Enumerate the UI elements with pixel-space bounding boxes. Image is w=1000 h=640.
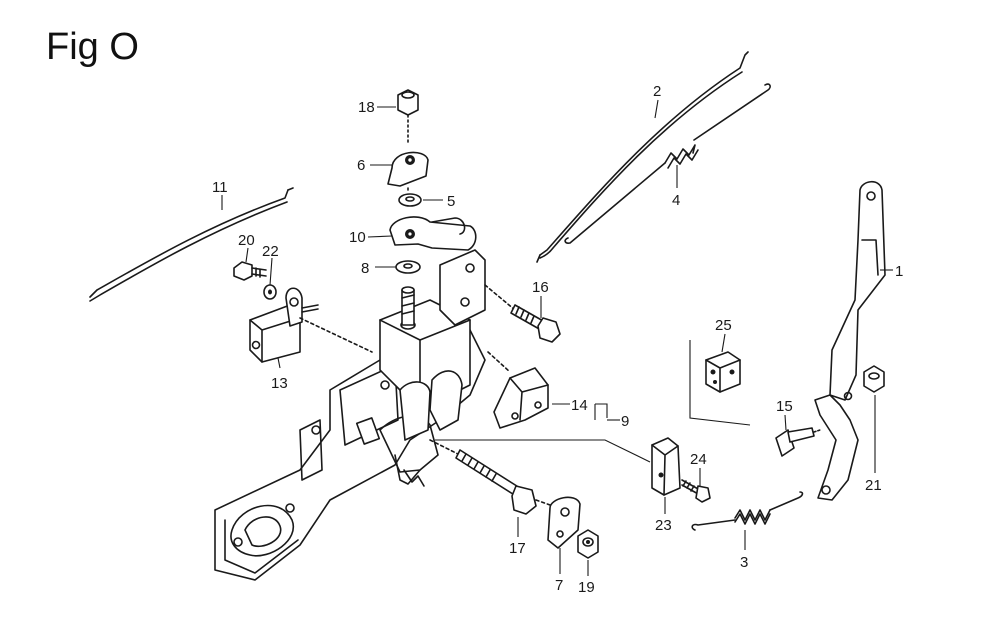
part-6-lever-plate [387,151,429,193]
callout-4: 4 [672,192,680,209]
part-13-choke-bracket [249,287,373,363]
callout-9: 9 [621,413,629,430]
part-20-screw [233,261,267,281]
part-14-bracket [487,351,549,429]
callout-17: 17 [509,540,526,557]
part-22-washer [263,284,277,300]
part-8-washer [395,260,421,274]
part-4-spring-rod [564,83,771,244]
part-5-washer [398,193,422,207]
callout-14: 14 [571,397,588,414]
callout-11: 11 [212,179,228,196]
callout-labels: 18 6 5 10 8 11 20 22 13 16 2 4 1 25 14 9… [212,83,903,596]
part-1-control-lever [814,180,886,501]
part-11-choke-rod [89,187,294,302]
part-24-screw [681,479,711,503]
part-16-bolt [484,284,561,343]
part-15-bolt [775,427,821,457]
callout-1: 1 [895,263,903,280]
part-10-throttle-arm [389,216,477,251]
callout-5: 5 [447,193,455,210]
callout-2: 2 [653,83,661,100]
callout-8: 8 [361,260,369,277]
callout-6: 6 [357,157,365,174]
part-3-return-spring [691,491,804,531]
part-7-link [547,496,581,549]
callout-7: 7 [555,577,563,594]
figure-title: Fig O [46,26,139,68]
part-21-nut [863,365,885,393]
part-23-bracket [651,437,681,496]
governor-bracket [379,249,486,441]
callout-10: 10 [349,229,366,246]
callout-3: 3 [740,554,748,571]
callout-24: 24 [690,451,707,468]
callout-21: 21 [865,477,882,494]
part-18-nut [397,89,419,146]
leader-lines [221,99,893,576]
part-17-bolt [429,439,551,515]
part-25-clip [689,340,751,426]
callout-13: 13 [271,375,288,392]
callout-23: 23 [655,517,672,534]
callout-25: 25 [715,317,732,334]
part-19-nut [577,529,599,559]
part-2-throttle-rod [536,51,749,263]
callout-16: 16 [532,279,549,296]
callout-19: 19 [578,579,595,596]
callout-22: 22 [262,243,279,260]
callout-20: 20 [238,232,255,249]
callout-18: 18 [358,99,375,116]
callout-15: 15 [776,398,793,415]
